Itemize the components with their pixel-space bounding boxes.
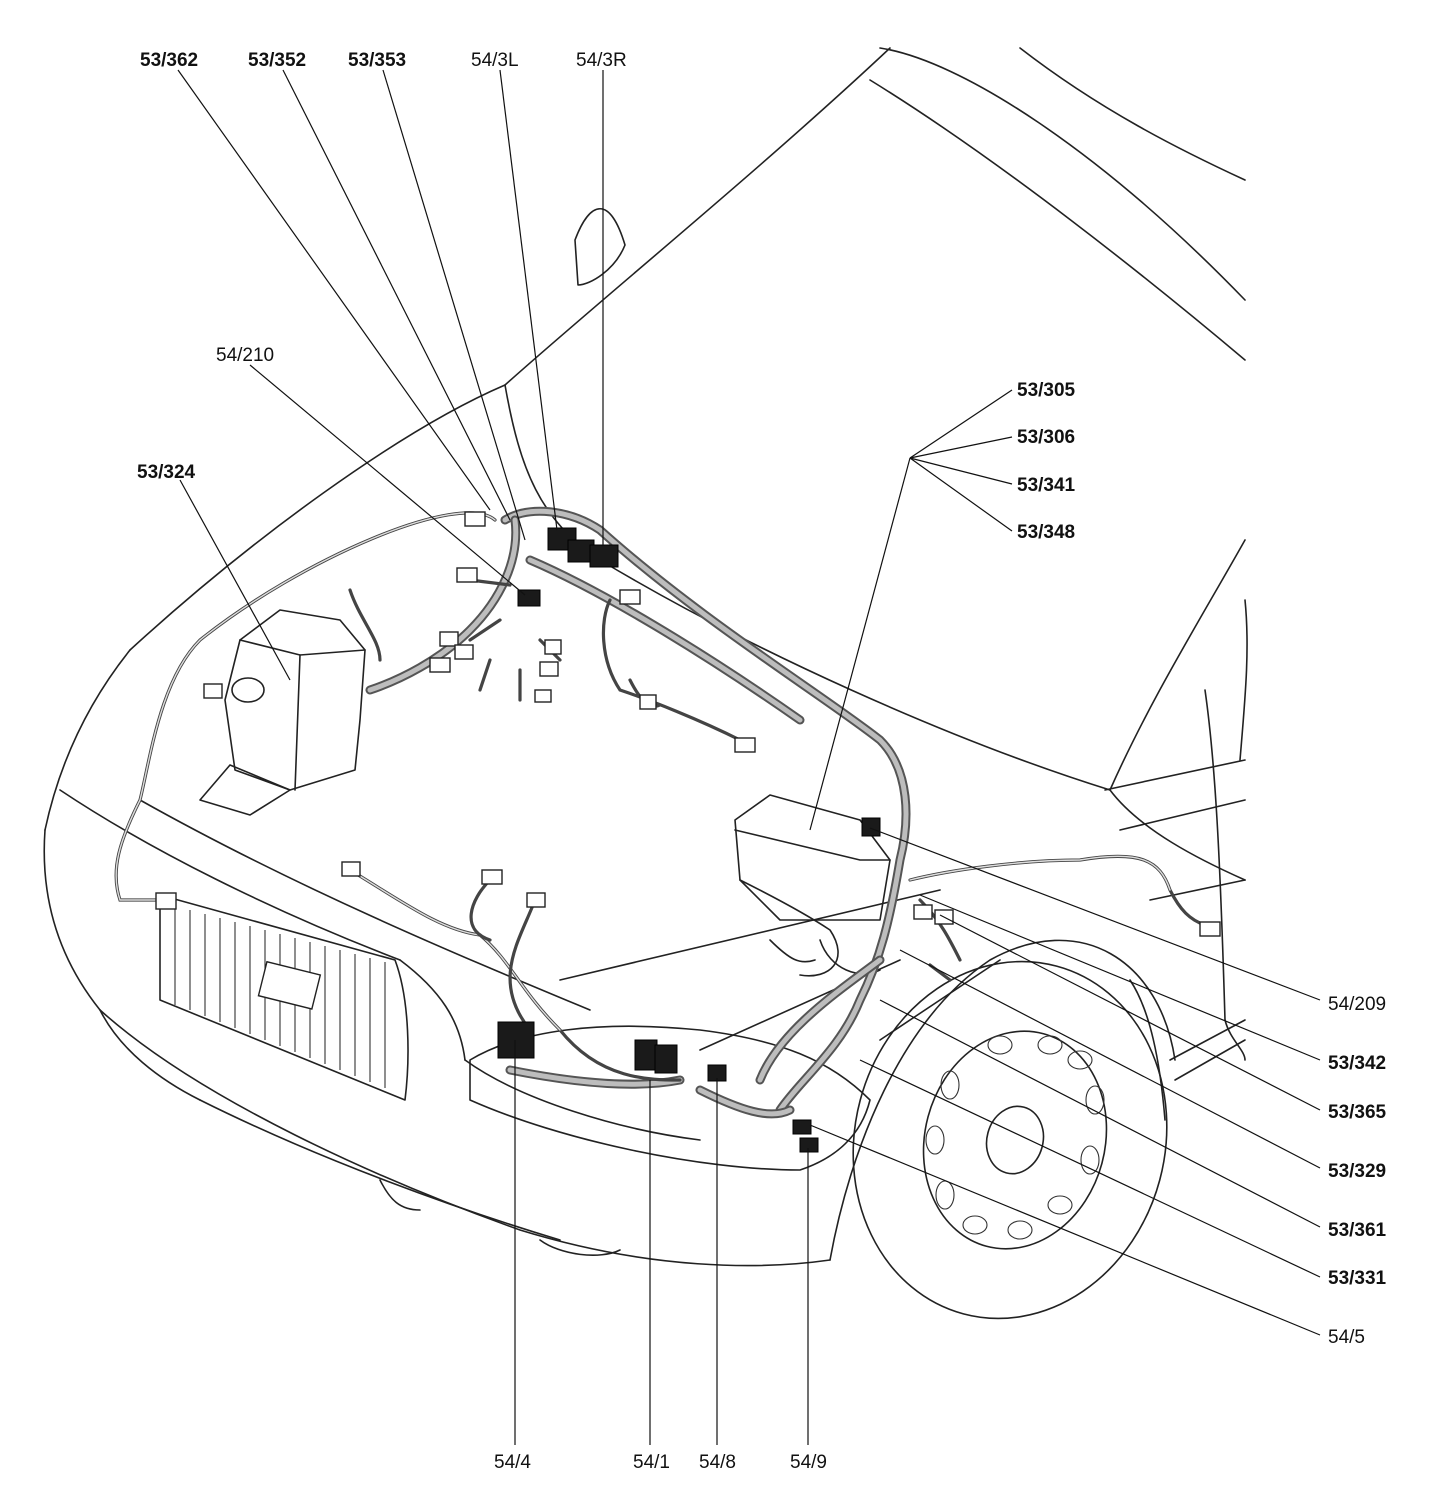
label-54-1: 54/1 (633, 1452, 670, 1473)
car-body-outline (43, 47, 1248, 1320)
label-54-3r: 54/3R (576, 50, 627, 71)
label-54-8: 54/8 (699, 1452, 736, 1473)
leader-lines (177, 69, 1321, 1445)
label-53-331: 53/331 (1328, 1268, 1387, 1289)
label-53-305: 53/305 (1017, 380, 1076, 401)
label-54-210: 54/210 (216, 345, 274, 366)
label-54-9: 54/9 (790, 1452, 827, 1473)
label-53-361: 53/361 (1328, 1220, 1387, 1241)
label-54-4: 54/4 (494, 1452, 531, 1473)
label-54-3l: 54/3L (471, 50, 519, 71)
label-53-348: 53/348 (1017, 522, 1075, 543)
fluid-reservoir (199, 609, 366, 816)
connectors (155, 511, 1221, 1153)
relay-box (734, 794, 891, 977)
label-53-341: 53/341 (1017, 475, 1076, 496)
wheel-vents (925, 1035, 1105, 1240)
label-53-352: 53/352 (248, 50, 306, 71)
label-53-324: 53/324 (137, 462, 196, 483)
branch-wires (114, 511, 1207, 1082)
label-53-342: 53/342 (1328, 1053, 1386, 1074)
label-53-306: 53/306 (1017, 427, 1075, 448)
callout-labels: 53/362 53/352 53/353 54/3L 54/3R 54/210 … (137, 50, 1387, 1473)
label-53-362: 53/362 (140, 50, 198, 71)
label-53-329: 53/329 (1328, 1161, 1386, 1182)
main-wiring-harness (365, 506, 911, 1119)
label-54-209: 54/209 (1328, 994, 1386, 1015)
label-53-353: 53/353 (348, 50, 406, 71)
label-53-365: 53/365 (1328, 1102, 1387, 1123)
label-54-5: 54/5 (1328, 1327, 1365, 1348)
